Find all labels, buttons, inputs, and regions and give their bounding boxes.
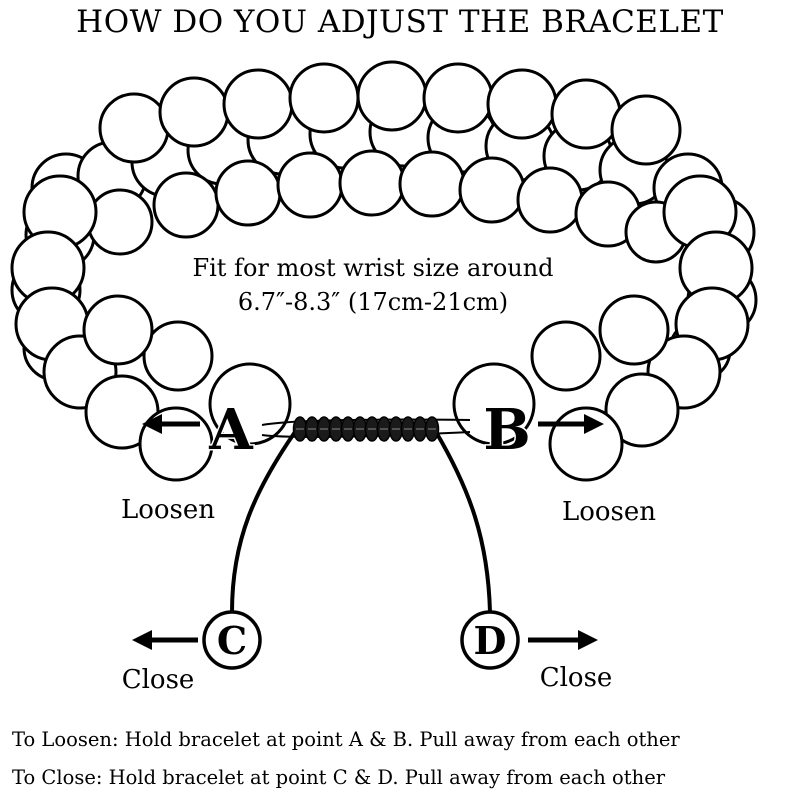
arrow-left-c-icon [132, 630, 198, 650]
bead [152, 171, 220, 239]
bead [98, 92, 170, 164]
point-c-label: C [217, 618, 247, 663]
fit-text-line2: 6.7″-8.3″ (17cm-21cm) [238, 288, 508, 316]
point-d-label: D [474, 618, 507, 663]
bead [288, 62, 360, 134]
bead [604, 372, 680, 448]
bead [530, 320, 602, 392]
bead [276, 151, 344, 219]
point-a-label: A [208, 397, 254, 463]
arrow-right-b-icon [538, 414, 604, 434]
loosen-right-label: Loosen [562, 497, 656, 527]
bead [610, 94, 682, 166]
arrow-left-a-icon [142, 414, 200, 434]
close-left-label: Close [122, 665, 195, 695]
bead [138, 406, 214, 482]
bead [338, 149, 406, 217]
bead [452, 362, 536, 446]
loosen-left-label: Loosen [121, 495, 215, 525]
arrow-right-d-icon [528, 630, 598, 650]
bead [82, 294, 154, 366]
bead-row-front [10, 60, 754, 482]
close-right-label: Close [540, 663, 613, 693]
bead [214, 159, 282, 227]
instruction-loosen: To Loosen: Hold bracelet at point A & B.… [12, 728, 680, 751]
bead [598, 294, 670, 366]
bead [486, 68, 558, 140]
cord-to-c [230, 430, 297, 613]
fit-text-line1: Fit for most wrist size around [192, 254, 553, 282]
bead [458, 156, 526, 224]
sliding-knot[interactable] [292, 416, 440, 442]
bead [158, 76, 230, 148]
bead [516, 166, 584, 234]
bead [142, 320, 214, 392]
bead [222, 68, 294, 140]
bead [356, 60, 428, 132]
point-b-label: B [483, 397, 530, 463]
bead [398, 150, 466, 218]
bead [86, 188, 154, 256]
bead [422, 62, 494, 134]
instruction-close: To Close: Hold bracelet at point C & D. … [12, 766, 666, 789]
page-title: HOW DO YOU ADJUST THE BRACELET [76, 4, 724, 40]
cord-to-d [434, 430, 492, 613]
bead [550, 78, 622, 150]
point-d[interactable]: D [460, 610, 520, 670]
point-c[interactable]: C [202, 610, 262, 670]
